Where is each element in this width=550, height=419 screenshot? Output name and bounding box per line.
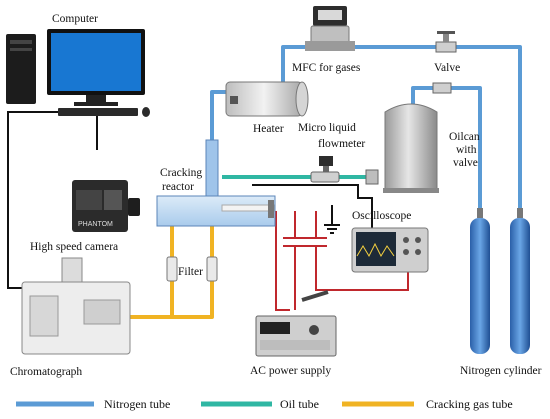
- ground-symbol: [324, 224, 340, 234]
- label-valve: Valve: [434, 62, 460, 74]
- cracking-gas-tube-right: [172, 222, 214, 319]
- nitrogen-cylinder-left: [470, 208, 490, 354]
- oscilloscope: [351, 227, 429, 273]
- label-oilcan-line1: Oilcan: [449, 131, 480, 143]
- high-speed-camera: PHANTOM: [72, 180, 140, 232]
- cracking-gas-tubes: [129, 222, 214, 319]
- legend-label-oil: Oil tube: [280, 397, 319, 411]
- cracking-reactor: [156, 139, 276, 227]
- computer-tower: [6, 34, 36, 104]
- power-wires: [275, 211, 409, 311]
- label-nitrogen-cylinder: Nitrogen cylinder: [460, 365, 542, 377]
- legend: Nitrogen tube Oil tube Cracking gas tube: [16, 397, 513, 411]
- label-cracking-line2: reactor: [162, 181, 194, 193]
- filter-right: [206, 256, 218, 282]
- ac-power-supply: [255, 315, 337, 357]
- micro-liquid-flowmeter: [310, 156, 379, 185]
- label-heater: Heater: [253, 123, 284, 135]
- label-oilcan-line2: with: [456, 144, 477, 156]
- wire-computer-chromatograph: [7, 111, 68, 289]
- heater: [225, 81, 309, 117]
- computer-keyboard: [58, 108, 138, 116]
- label-filter: Filter: [178, 266, 203, 278]
- label-micro-liquid-line2: flowmeter: [318, 138, 365, 150]
- legend-label-nitrogen: Nitrogen tube: [104, 397, 170, 411]
- label-oscilloscope: Oscilloscope: [352, 210, 411, 222]
- label-computer: Computer: [52, 13, 98, 25]
- label-chromatograph: Chromatograph: [10, 366, 82, 378]
- oscilloscope-probe: [301, 290, 329, 302]
- valve-top: [435, 31, 457, 53]
- label-micro-liquid-line1: Micro liquid: [298, 122, 356, 134]
- mfc: [305, 6, 355, 51]
- computer-screen: [51, 33, 141, 91]
- computer: [6, 29, 150, 117]
- label-oilcan-line3: valve: [453, 157, 478, 169]
- valve-oilcan: [432, 82, 452, 94]
- wire-reactor-oscilloscope: [252, 184, 373, 228]
- oilcan: [383, 103, 439, 193]
- label-cracking-line1: Cracking: [160, 167, 202, 179]
- label-high-speed-camera: High speed camera: [30, 241, 118, 253]
- nitrogen-tube-main: [342, 45, 522, 215]
- filter-left: [166, 256, 178, 282]
- label-mfc: MFC for gases: [292, 62, 361, 74]
- cracking-gas-tube-left: [129, 222, 174, 319]
- computer-mouse: [142, 107, 150, 117]
- label-ac-power-supply: AC power supply: [250, 365, 331, 377]
- legend-label-cracking: Cracking gas tube: [426, 397, 513, 411]
- chromatograph: [21, 257, 131, 355]
- signal-wires: [7, 111, 373, 289]
- camera-brand-text: PHANTOM: [78, 221, 113, 228]
- nitrogen-cylinder-right: [510, 208, 530, 354]
